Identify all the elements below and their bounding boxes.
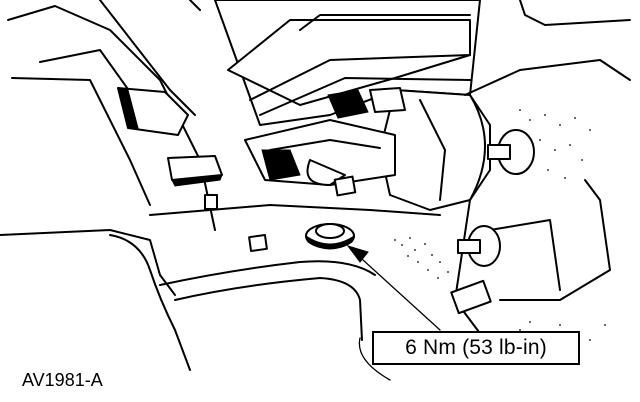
switch-cluster-face xyxy=(269,139,381,151)
square-clip-2 xyxy=(248,233,268,253)
left-switch-shadow xyxy=(117,87,139,129)
switch-rocker xyxy=(327,89,369,119)
right-panel xyxy=(519,0,631,26)
column-rib-2 xyxy=(259,77,471,116)
shroud-shading xyxy=(419,99,446,201)
square-clip-3 xyxy=(204,194,218,210)
right-panel-side xyxy=(489,219,561,291)
left-trim-edge xyxy=(11,77,151,206)
callout-arrowhead xyxy=(346,245,369,263)
right-panel-lower xyxy=(499,179,611,301)
upper-stud xyxy=(487,144,511,160)
square-clip-1 xyxy=(333,175,357,197)
upper-trim-line xyxy=(99,0,196,116)
column-rib-1 xyxy=(249,54,471,101)
switch-rocker-2 xyxy=(369,87,406,113)
torque-bolt-head xyxy=(315,223,345,239)
lower-panel-curve xyxy=(109,234,191,371)
stipple-shading xyxy=(394,109,606,341)
panel-opening xyxy=(159,260,376,286)
switch-cluster-dark xyxy=(261,149,301,181)
lower-right-tab xyxy=(450,279,492,315)
figure-id-label: AV1981-A xyxy=(22,370,103,390)
torque-callout-box: 6 Nm (53 lb-in) xyxy=(372,331,580,365)
callout-leader-tail xyxy=(358,337,391,381)
torque-callout-label: 6 Nm (53 lb-in) xyxy=(405,336,547,359)
callout-leader-line xyxy=(351,249,441,331)
column-rib-3 xyxy=(299,14,471,31)
lower-stud xyxy=(457,239,481,254)
lower-edge-curve xyxy=(149,204,441,216)
lower-left-tab-shadow xyxy=(171,174,223,187)
lower-panel-outline xyxy=(0,229,176,296)
shroud-end-ring xyxy=(469,94,486,201)
torque-bolt-shadow xyxy=(305,234,355,250)
right-bracket xyxy=(464,59,631,96)
panel-opening-inner xyxy=(174,277,363,341)
